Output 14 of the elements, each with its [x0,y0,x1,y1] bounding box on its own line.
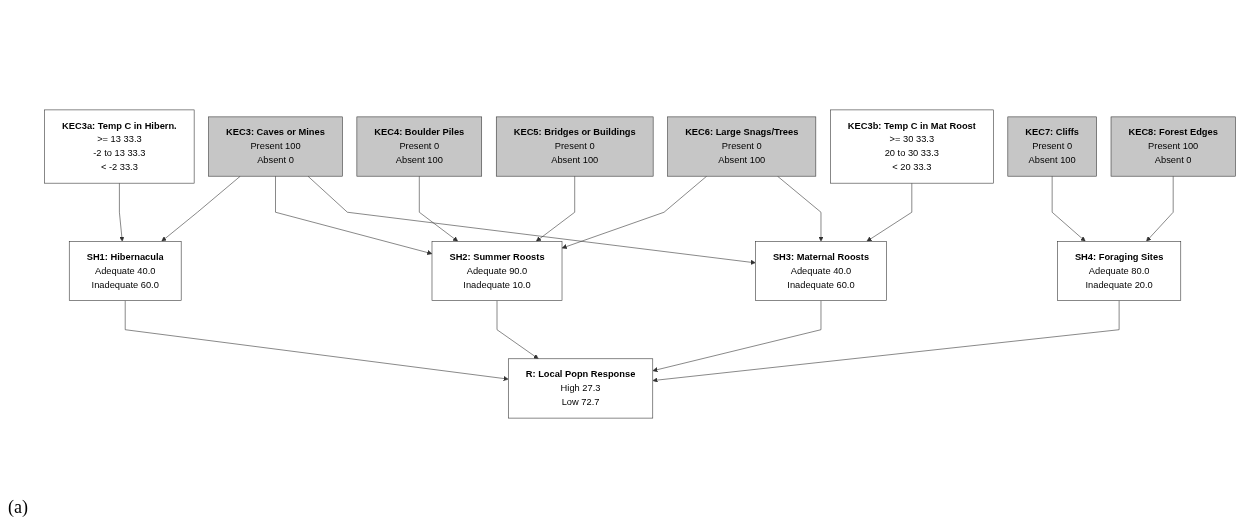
node-box: KEC8: Forest Edges Present 100 Absent 0 [1110,116,1236,177]
node-box: KEC5: Bridges or Buildings Present 0 Absent 100 [495,116,654,177]
node-box: KEC4: Boulder Piles Present 0 Absent 100 [356,116,482,177]
node-box: SH4: Foraging Sites Adequate 80.0 Inadequate 20.0 [1057,241,1182,301]
panel-label: (a) [8,497,28,518]
node-box: KEC6: Large Snags/Trees Present 0 Absent 100 [667,116,817,177]
node-box: KEC7: Cliffs Present 0 Absent 100 [1007,116,1097,177]
node-box: SH1: Hibernacula Adequate 40.0 Inadequate 60.0 [68,241,182,301]
node-box: R: Local Popn Response High 27.3 Low 72.7 [508,358,654,419]
node-box: SH2: Summer Roosts Adequate 90.0 Inadequate 10.0 [431,241,563,301]
node-box: SH3: Maternal Roosts Adequate 40.0 Inadequate 60.0 [755,241,887,301]
node-box: KEC3: Caves or Mines Present 100 Absent 0 [208,116,343,177]
node-box: KEC3b: Temp C in Mat Roost >= 30 33.3 20 to 30 33.3 < 20 33.3 [830,109,994,184]
node-box: KEC3a: Temp C in Hibern. >= 13 33.3 -2 to 13 33.3 < -2 33.3 [44,109,195,184]
